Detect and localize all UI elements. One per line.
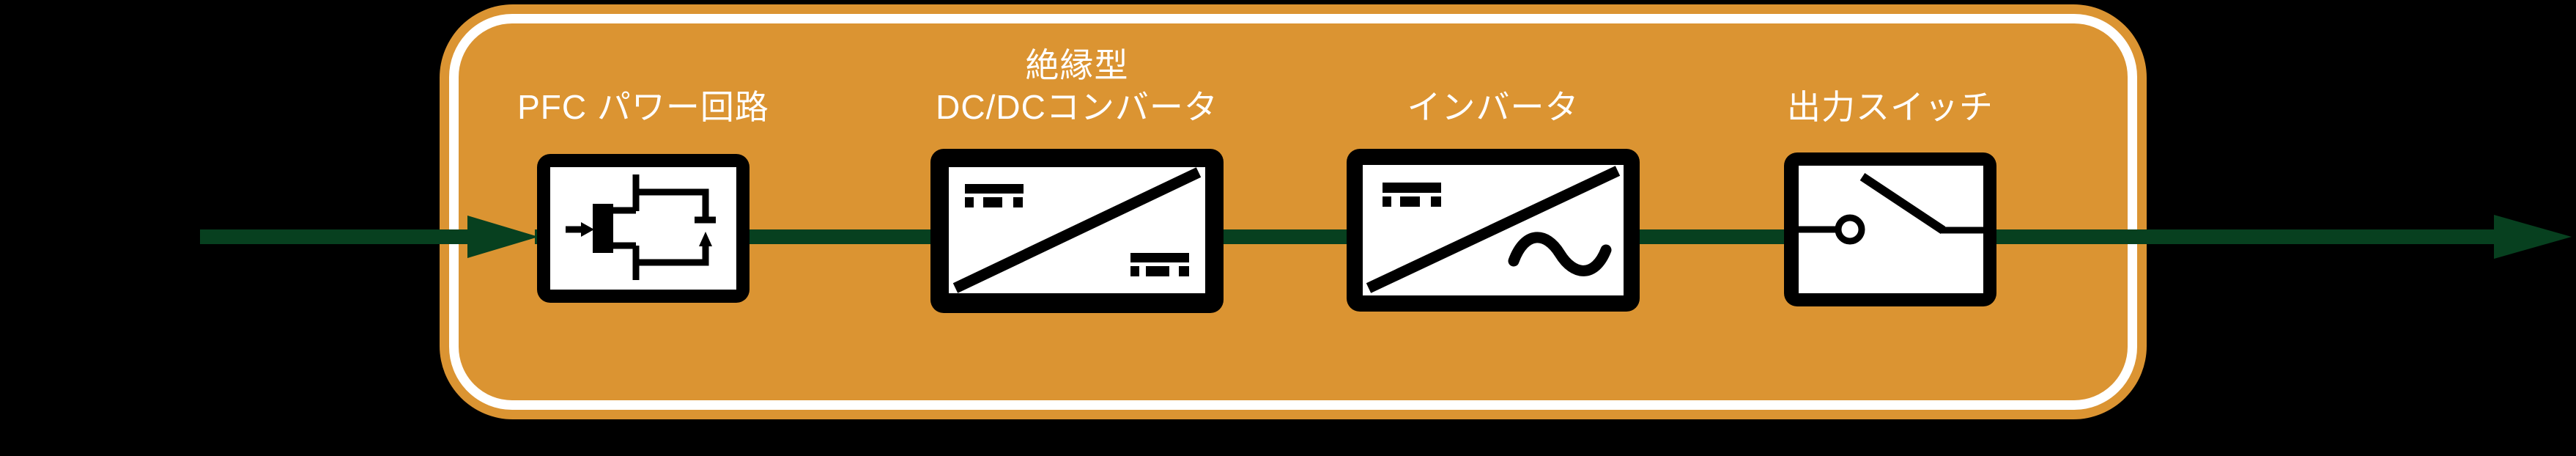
output-switch-icon (1799, 173, 1983, 245)
label-line: 絶縁型 (1025, 46, 1129, 84)
inverter-box (1347, 149, 1640, 312)
dc-dc-converter-icon (952, 167, 1202, 293)
label-line: DC/DCコンバータ (936, 88, 1218, 126)
pfc-power-stage-label: PFC パワー回路 (517, 87, 769, 128)
output-arrowhead (2494, 215, 2572, 259)
output-switch-label: 出力スイッチ (1787, 87, 1994, 128)
isolated-dcdc-converter-box (930, 149, 1224, 313)
panel-inner-border (449, 14, 2137, 410)
pfc-power-stage-box (537, 154, 750, 303)
input-arrow (200, 216, 538, 258)
igbt-transistor-icon (566, 174, 716, 280)
inverter-label: インバータ (1407, 87, 1580, 128)
output-switch-box (1784, 152, 1996, 306)
dc-ac-inverter-icon (1366, 166, 1621, 293)
label-line: PFC パワー回路 (517, 88, 769, 126)
isolated-dcdc-converter-label: 絶縁型 DC/DCコンバータ (936, 45, 1218, 128)
label-line: 出力スイッチ (1787, 88, 1994, 126)
label-line: インバータ (1407, 88, 1580, 126)
